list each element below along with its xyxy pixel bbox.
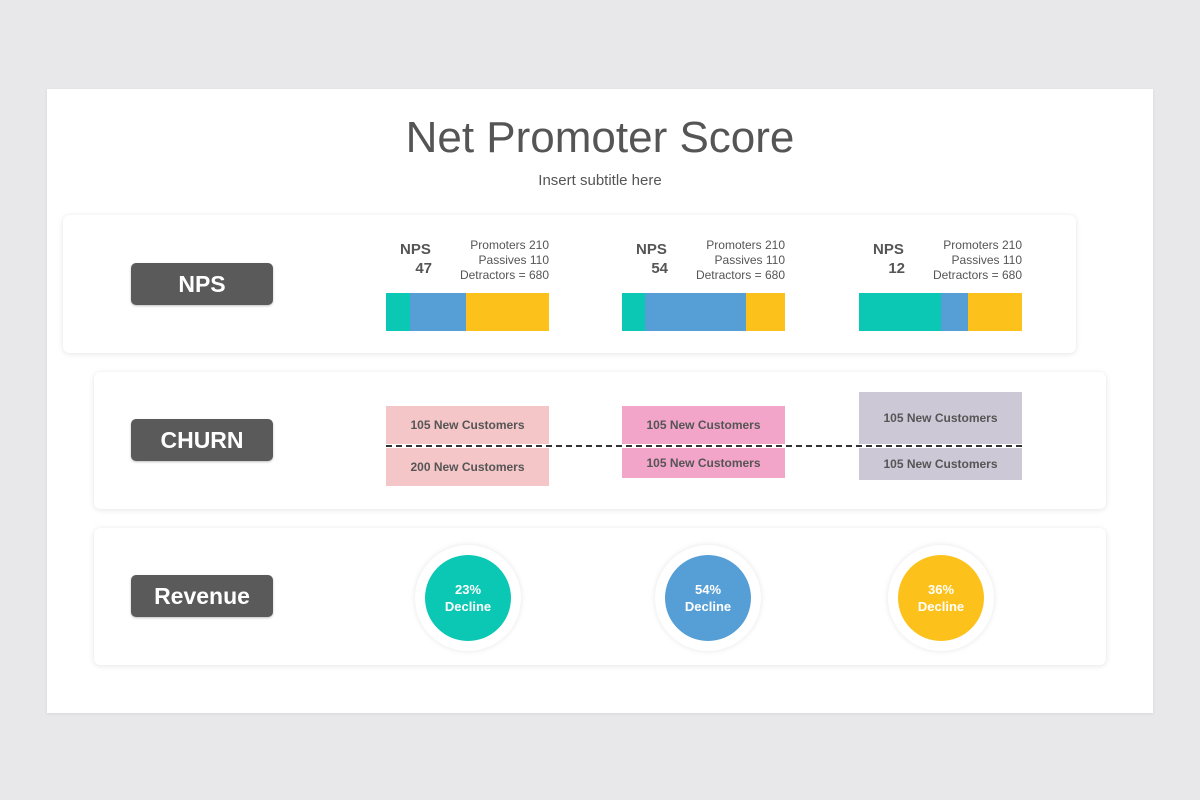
nps-card-3-stats: Promoters 210 Passives 110 Detractors = … bbox=[933, 238, 1022, 283]
revenue-2-value: 54% bbox=[694, 582, 722, 597]
revenue-1-ring: 23% Decline bbox=[415, 545, 521, 651]
revenue-2-ring: 54% Decline bbox=[655, 545, 761, 651]
revenue-3-circle: 36% Decline bbox=[898, 555, 984, 641]
nps-row-label: NPS bbox=[131, 263, 273, 305]
nps-card-2-detractors-segment bbox=[745, 293, 785, 331]
page-subtitle: Insert subtitle here bbox=[538, 172, 662, 189]
revenue-3-value: 36% bbox=[927, 582, 955, 597]
nps-card-1-promoters: Promoters 210 bbox=[470, 238, 549, 252]
churn-3-top-box: 105 New Customers bbox=[859, 392, 1022, 444]
nps-card-2-promoters-segment bbox=[622, 293, 645, 331]
nps-card-3-bar bbox=[859, 293, 1022, 331]
nps-card-1-detractors: Detractors = 680 bbox=[459, 268, 549, 282]
nps-card-1-word: NPS bbox=[400, 241, 431, 258]
nps-card-1-bar bbox=[386, 293, 549, 331]
nps-card-3-score: 12 bbox=[888, 260, 905, 277]
nps-card-3-passives: Passives 110 bbox=[951, 253, 1022, 267]
nps-card-1-passives: Passives 110 bbox=[478, 253, 549, 267]
nps-card-2-passives: Passives 110 bbox=[714, 253, 785, 267]
revenue-2-label: Decline bbox=[684, 599, 732, 614]
nps-card-2-header: NPS 54 Promoters 210 Passives 110 Detrac… bbox=[622, 238, 785, 286]
nps-card-1-passives-segment bbox=[410, 293, 466, 331]
churn-2-top-box: 105 New Customers bbox=[622, 406, 785, 444]
revenue-2-circle: 54% Decline bbox=[665, 555, 751, 641]
nps-card-1-score: 47 bbox=[415, 260, 432, 277]
churn-2-bottom-box: 105 New Customers bbox=[622, 448, 785, 478]
nps-card-2-detractors: Detractors = 680 bbox=[695, 268, 785, 282]
nps-card-1-header: NPS 47 Promoters 210 Passives 110 Detrac… bbox=[386, 238, 549, 286]
revenue-row-label: Revenue bbox=[131, 575, 273, 617]
nps-card-3-detractors-segment bbox=[968, 293, 1022, 331]
nps-card-1-detractors-segment bbox=[465, 293, 549, 331]
nps-card-3-header: NPS 12 Promoters 210 Passives 110 Detrac… bbox=[859, 238, 1022, 286]
nps-card-3-promoters-segment bbox=[859, 293, 941, 331]
revenue-1-label: Decline bbox=[444, 599, 492, 614]
revenue-1-value: 23% bbox=[454, 582, 482, 597]
revenue-3-label: Decline bbox=[917, 599, 965, 614]
nps-card-3-word: NPS bbox=[873, 241, 904, 258]
churn-baseline-divider bbox=[386, 445, 1022, 447]
nps-card-3-detractors: Detractors = 680 bbox=[932, 268, 1022, 282]
nps-card-1-stats: Promoters 210 Passives 110 Detractors = … bbox=[460, 238, 549, 283]
churn-1-top-box: 105 New Customers bbox=[386, 406, 549, 444]
churn-row-label: CHURN bbox=[131, 419, 273, 461]
nps-card-2-stats: Promoters 210 Passives 110 Detractors = … bbox=[696, 238, 785, 283]
churn-1-bottom-box: 200 New Customers bbox=[386, 448, 549, 486]
nps-card-2-passives-segment bbox=[644, 293, 746, 331]
revenue-3-ring: 36% Decline bbox=[888, 545, 994, 651]
nps-card-2-score: 54 bbox=[651, 260, 668, 277]
nps-card-2-bar bbox=[622, 293, 785, 331]
churn-3-bottom-box: 105 New Customers bbox=[859, 448, 1022, 480]
nps-card-3-passives-segment bbox=[940, 293, 969, 331]
nps-card-2-promoters: Promoters 210 bbox=[706, 238, 785, 252]
nps-card-3-promoters: Promoters 210 bbox=[943, 238, 1022, 252]
page-title: Net Promoter Score bbox=[405, 113, 795, 162]
nps-card-1-promoters-segment bbox=[386, 293, 411, 331]
nps-card-2-word: NPS bbox=[636, 241, 667, 258]
revenue-1-circle: 23% Decline bbox=[425, 555, 511, 641]
